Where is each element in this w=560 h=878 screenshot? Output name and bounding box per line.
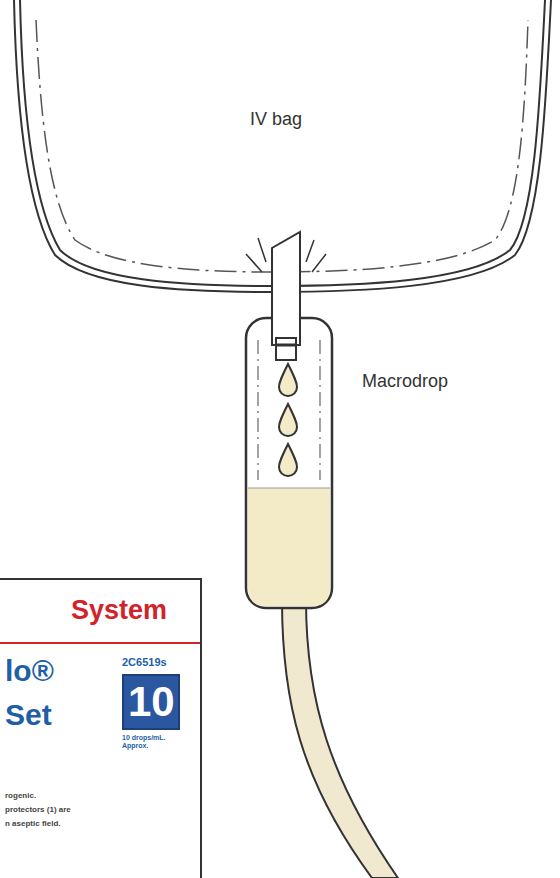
spike bbox=[272, 232, 300, 345]
package-text: System bbox=[71, 596, 167, 626]
package-text: 2C6519s bbox=[122, 656, 167, 668]
drop-orifice bbox=[276, 338, 296, 360]
chamber-fluid bbox=[248, 488, 330, 606]
drop-factor-number: 10 bbox=[128, 679, 175, 725]
package-text: 10 drops/mL. Approx. bbox=[122, 734, 182, 749]
drops bbox=[279, 364, 297, 476]
fluid-level bbox=[248, 488, 330, 489]
iv-bag-inner-line bbox=[36, 20, 528, 272]
package-label: System lo® Set 2C6519s 10 drops/mL. Approx. r… bbox=[0, 578, 202, 878]
iv-tubing bbox=[282, 600, 398, 878]
drop-orifice bbox=[276, 344, 296, 347]
drip-chamber bbox=[246, 318, 332, 608]
package-text: n aseptic field. bbox=[5, 820, 61, 829]
drop-factor-box: 10 bbox=[122, 674, 180, 730]
bag-label: IV bag bbox=[250, 110, 302, 130]
package-text: Set bbox=[5, 698, 52, 731]
package-text: lo® bbox=[5, 654, 54, 687]
red-rule bbox=[0, 642, 200, 644]
package-text: rogenic. bbox=[5, 792, 36, 801]
chamber-label: Macrodrop bbox=[362, 372, 448, 392]
package-text: protectors (1) are bbox=[5, 806, 71, 815]
